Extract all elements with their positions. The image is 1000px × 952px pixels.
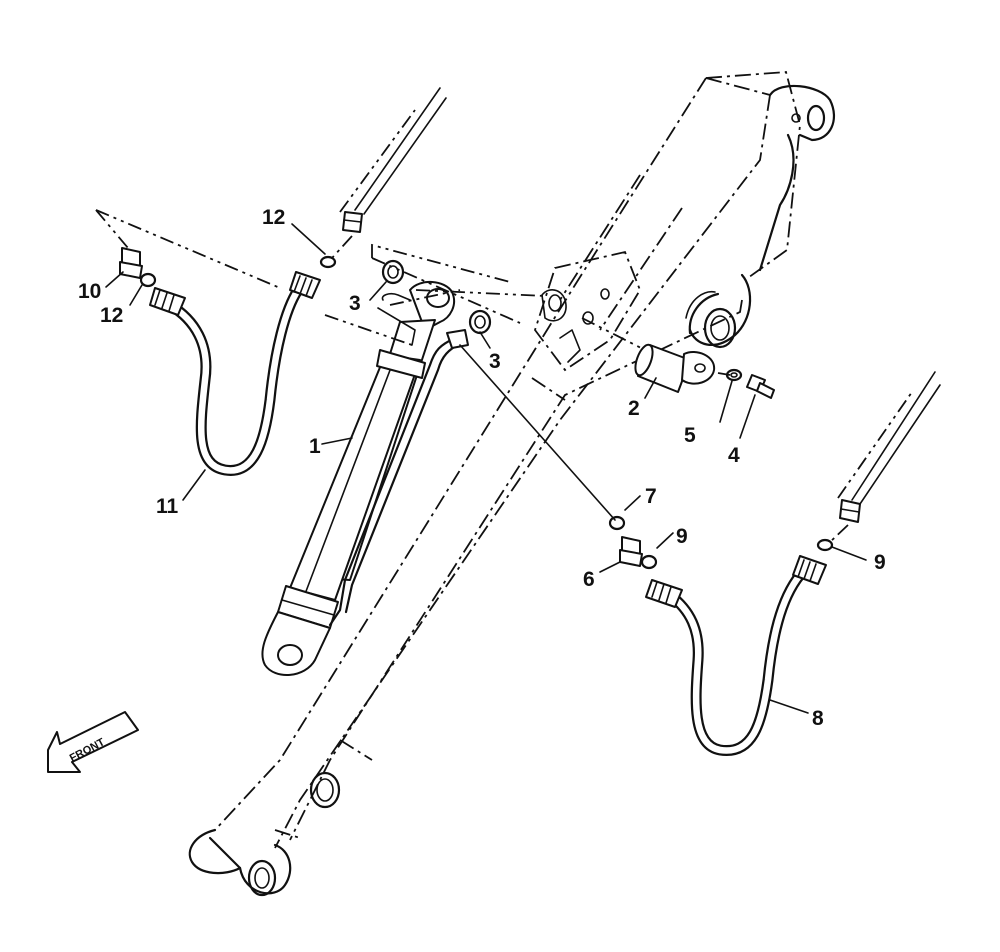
hose-left — [149, 271, 321, 476]
callout-12-upper: 12 — [262, 206, 285, 229]
pin — [634, 343, 716, 393]
o-ring-9-left — [640, 554, 658, 570]
o-ring-3-upper — [381, 259, 405, 285]
o-ring-12-upper — [319, 255, 337, 269]
callout-1: 1 — [309, 435, 321, 458]
callout-2: 2 — [628, 397, 640, 420]
o-ring-9-right — [816, 538, 834, 552]
callout-8: 8 — [812, 707, 824, 730]
callout-11: 11 — [156, 495, 179, 518]
hydraulic-cylinder — [261, 281, 469, 677]
front-arrow-icon: FRONT — [47, 711, 139, 773]
o-ring-7 — [608, 515, 626, 531]
boom — [188, 71, 836, 897]
o-ring-3-lower — [468, 309, 492, 335]
adaptor-upper-left — [342, 211, 363, 233]
callout-5: 5 — [684, 424, 696, 447]
bolt — [746, 374, 775, 399]
hose-right — [645, 555, 827, 757]
callout-9-left: 9 — [676, 525, 688, 548]
leader-lines — [105, 223, 867, 714]
callout-12-left: 12 — [100, 304, 123, 327]
callout-6: 6 — [583, 568, 595, 591]
callout-9-right: 9 — [874, 551, 886, 574]
callout-3-upper: 3 — [349, 292, 361, 315]
callout-7: 7 — [645, 485, 657, 508]
callout-10: 10 — [78, 280, 101, 303]
callout-3-lower: 3 — [489, 350, 501, 373]
callout-4: 4 — [728, 444, 740, 467]
adaptor-10 — [119, 247, 143, 279]
o-ring-12-left — [139, 272, 157, 288]
adaptor-upper-right — [839, 499, 861, 523]
adaptor-6 — [619, 536, 643, 567]
